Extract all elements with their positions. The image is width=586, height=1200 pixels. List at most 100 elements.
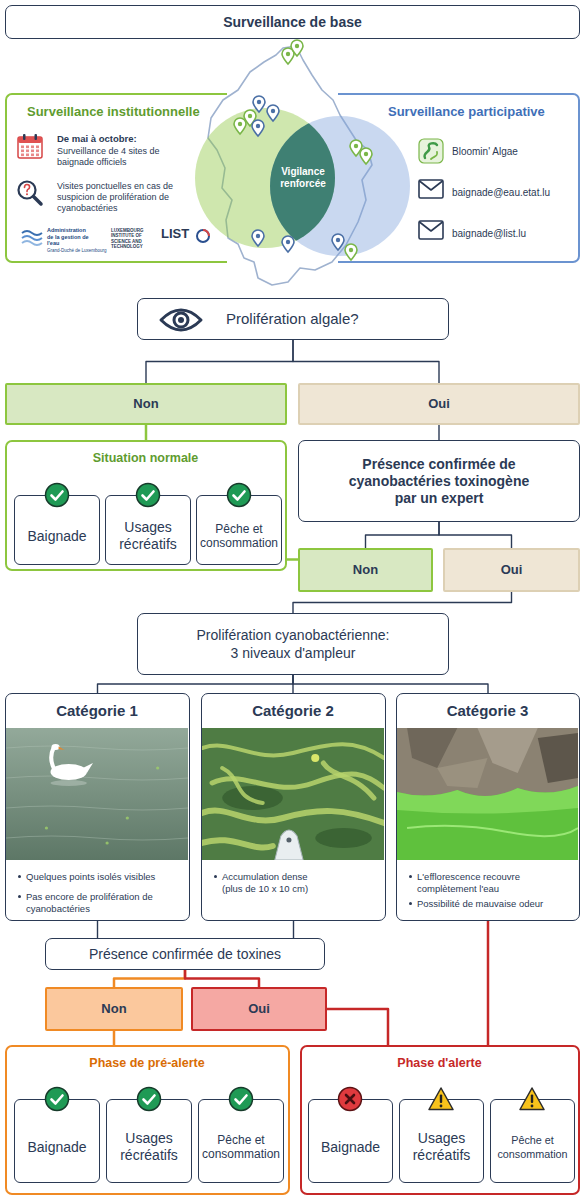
water-ripple: [6, 776, 188, 780]
site-pin-dot: [238, 122, 242, 126]
algae-streak: [323, 763, 374, 798]
text-holder: Présence confirmée de toxines: [89, 946, 281, 963]
box-text: De mai à octobre:: [57, 133, 197, 144]
calendar-day: [31, 154, 34, 157]
usage-card: Baignade: [14, 495, 100, 565]
box-text: Bloomin' Algae: [452, 146, 574, 158]
box-label: Baignade: [27, 1139, 86, 1156]
site-pin: [253, 96, 265, 112]
text-holder: Catégorie 3: [397, 702, 578, 720]
box-label: Usages récréatifs: [402, 1130, 482, 1164]
text-holder: Visites ponctuelles en cas de suspicion …: [57, 181, 189, 214]
calendar-day: [31, 150, 34, 153]
text-holder: Pas encore de prolifération de cyanobact…: [26, 891, 182, 914]
box-label: Surveillance institutionnelle: [27, 104, 223, 120]
site-pin-dot: [354, 144, 358, 148]
check-icon: [136, 1086, 162, 1112]
text-holder: De mai à octobre:: [57, 133, 197, 144]
box-label: Catégorie 3: [397, 702, 578, 720]
box-text: Administration de la gestion de l'eau: [47, 227, 93, 247]
eye-icon: [158, 306, 204, 334]
bloom-streak: [407, 826, 578, 836]
header-box: Surveillance de base: [5, 5, 580, 39]
algae-streak: [202, 811, 384, 823]
box-label: Surveillance participative: [388, 104, 574, 120]
text-holder: Phase de pré-alerte: [7, 1056, 287, 1071]
bloom-band: [397, 786, 578, 814]
connector: [97, 921, 98, 938]
category-box: Catégorie 3L'efflorescence recouvre comp…: [396, 693, 580, 921]
calendar-day: [26, 150, 29, 153]
box-label: Oui: [501, 562, 523, 578]
connector: [439, 522, 512, 548]
connector: [438, 425, 439, 440]
rock: [437, 758, 487, 788]
connector: [113, 1031, 116, 1045]
ring-icon: [195, 228, 211, 244]
text-holder: Grand-Duché de Luxembourg: [47, 248, 113, 254]
algae-spot: [156, 766, 159, 769]
check-icon: [226, 482, 252, 508]
result-panel: Situation normaleBaignadeUsages récréati…: [5, 440, 287, 571]
swan-reflection: [50, 780, 86, 786]
lake-water: [6, 728, 188, 860]
category-photo: [202, 728, 384, 860]
algae-spot: [105, 841, 108, 844]
check-circle: [229, 1088, 252, 1111]
panel-box: Surveillance participativeBloomin' Algae…: [338, 93, 580, 263]
box-label: Phase d'alerte: [302, 1056, 577, 1071]
bullet-dot: [409, 875, 412, 878]
question-box: Présence confirmée de toxines: [45, 938, 325, 970]
check-circle: [136, 484, 159, 507]
box-label: Baignade: [27, 528, 86, 545]
connector: [366, 522, 440, 548]
check-icon: [44, 482, 70, 508]
text-holder: Prolifération algale?: [226, 309, 436, 329]
bullet-text: Accumulation dense (plus de 10 x 10 cm): [222, 871, 317, 894]
result-panel: Phase d'alerteBaignadeUsages récréatifsP…: [300, 1045, 580, 1195]
dark-patch: [222, 786, 283, 810]
water-ripple: [6, 806, 188, 810]
usage-card: Baignade: [14, 1099, 100, 1183]
box-label: Prolifération cyanobactérienne: 3 niveau…: [193, 626, 393, 662]
site-pin-dot: [256, 124, 260, 128]
text-holder: Vigilance renforcée: [272, 166, 334, 190]
cross-icon: [337, 1086, 363, 1112]
check-icon: [228, 1086, 254, 1112]
text-holder: Surveillance institutionnelle: [27, 104, 223, 120]
category-photo: [397, 728, 578, 860]
text-holder: Usages récréatifs: [109, 1130, 189, 1164]
box-label: Pêche et consommation: [492, 1133, 574, 1162]
calendar-day: [21, 150, 24, 153]
calendar-day: [31, 146, 34, 149]
warning-dot: [440, 1105, 443, 1108]
text-holder: LUXEMBOURG INSTITUTE OF SCIENCE AND TECH…: [111, 228, 159, 249]
calendar-header: [18, 137, 42, 143]
check-circle: [45, 1088, 68, 1111]
site-pin: [252, 120, 264, 136]
site-pin: [282, 236, 294, 252]
calendar-day: [21, 154, 24, 157]
site-pin-dot: [286, 52, 290, 56]
text-holder: Oui: [501, 562, 523, 578]
connector: [287, 558, 298, 561]
check-circle: [137, 1088, 160, 1111]
magnifier-handle: [34, 197, 42, 205]
usage-card: Pêche et consommation: [490, 1099, 575, 1183]
algae-spot: [126, 816, 129, 819]
usage-card: Pêche et consommation: [198, 1099, 284, 1183]
text-holder: Non: [133, 396, 158, 412]
cross-circle: [339, 1088, 362, 1111]
box-text: Grand-Duché de Luxembourg: [47, 248, 113, 254]
text-holder: Prolifération cyanobactérienne: 3 niveau…: [193, 626, 393, 662]
warning-bar: [531, 1095, 533, 1104]
calendar-ring: [23, 134, 26, 140]
text-holder: Baignade: [27, 528, 86, 545]
box-label: Phase de pré-alerte: [7, 1056, 287, 1071]
algae-streak: [202, 744, 384, 758]
site-pin-dot: [271, 109, 275, 113]
site-pin-dot: [364, 152, 368, 156]
calendar-body: [18, 137, 42, 158]
usage-card: Usages récréatifs: [106, 1099, 192, 1183]
site-pin: [291, 40, 303, 56]
